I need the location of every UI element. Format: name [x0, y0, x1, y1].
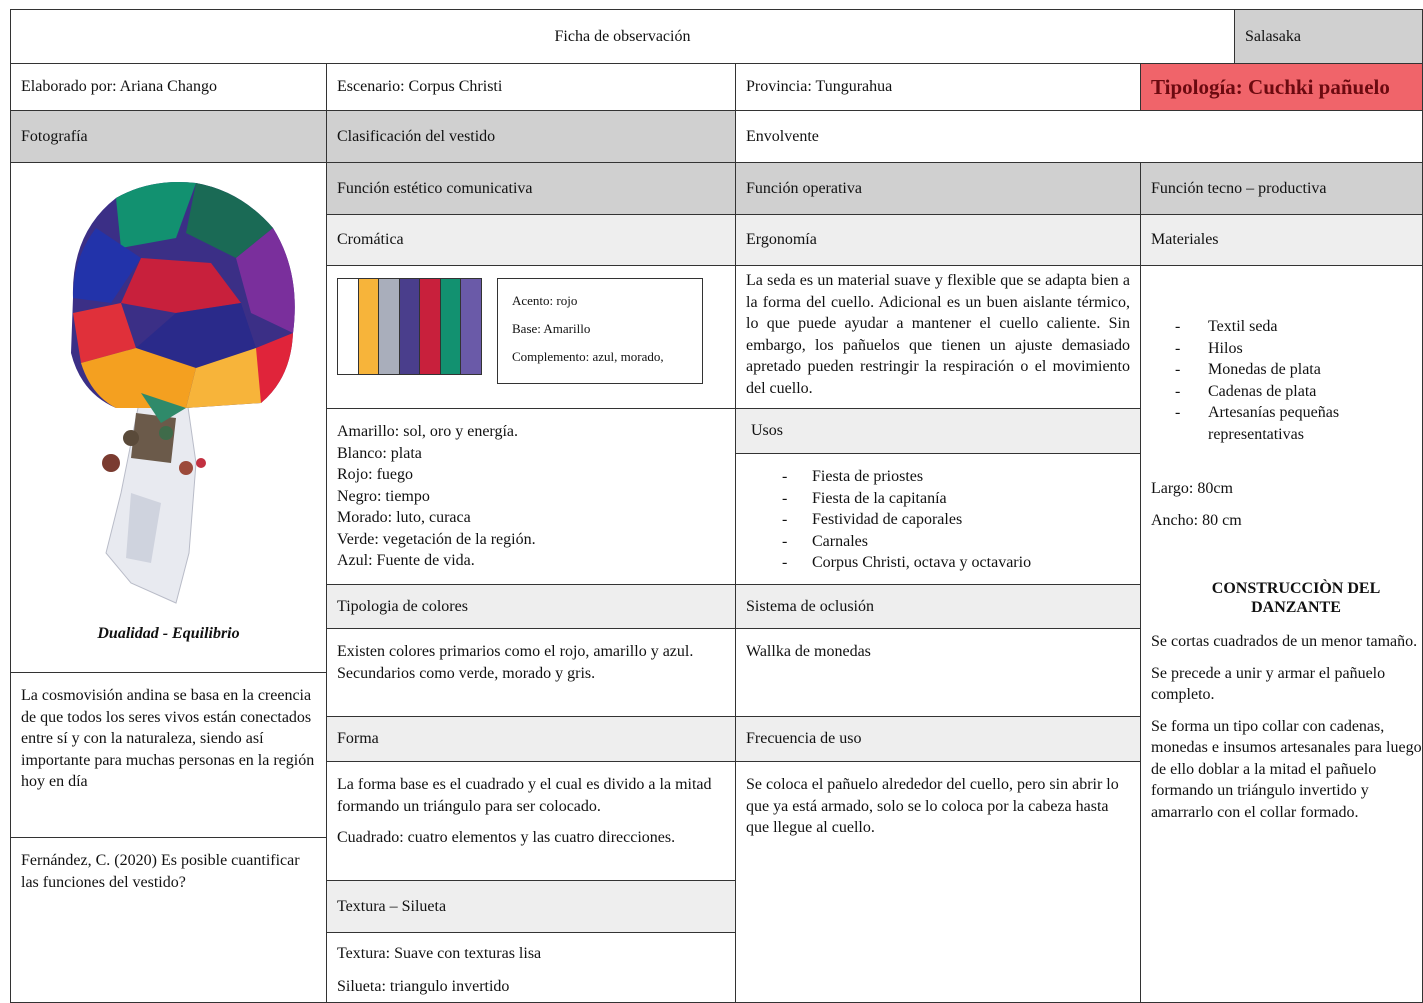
- typology-cell: Tipología: Cuchki pañuelo: [1140, 63, 1423, 111]
- author-cell: Elaborado por: Ariana Chango: [10, 63, 327, 111]
- swatch-white: [338, 279, 359, 374]
- palette-legend: Acento: rojo Base: Amarillo Complemento:…: [497, 278, 703, 384]
- meaning-line: Morado: luto, curaca: [337, 509, 471, 526]
- swatch-gray: [379, 279, 400, 374]
- texture-header: Textura – Silueta: [337, 897, 447, 915]
- aesthetic-function-label: Función estético comunicativa: [337, 179, 533, 197]
- texture-text: Textura: Suave con texturas lisa: [337, 945, 542, 962]
- materials-header: Materiales: [1151, 231, 1219, 248]
- width-text: Ancho: 80 cm: [1151, 512, 1242, 529]
- meaning-line: Azul: Fuente de vida.: [337, 552, 475, 569]
- color-typology-text: Existen colores primarios como el rojo, …: [326, 628, 736, 717]
- material-item: Artesanías pequeñas representativas: [1141, 402, 1422, 445]
- photo-cell: Dualidad - Equilibrio: [10, 162, 327, 673]
- photo-caption: Dualidad - Equilibrio: [97, 625, 240, 642]
- techno-function-label: Función tecno – productiva: [1151, 179, 1327, 197]
- meaning-line: Verde: vegetación de la región.: [337, 530, 536, 548]
- use-item: Festividad de caporales: [746, 509, 1140, 531]
- classification-label: Clasificación del vestido: [337, 127, 496, 145]
- color-typology-header-cell: Tipologia de colores: [326, 584, 736, 629]
- uses-header-cell: Usos: [735, 408, 1141, 454]
- meaning-line: Rojo: fuego: [337, 466, 413, 483]
- color-typology-header: Tipologia de colores: [337, 597, 468, 615]
- use-item: Corpus Christi, octava y octavario: [746, 552, 1140, 574]
- closure-header-cell: Sistema de oclusión: [735, 584, 1141, 629]
- swatch-green: [440, 279, 462, 374]
- techno-function-cell: Función tecno – productiva: [1140, 162, 1423, 215]
- swatch-purple: [461, 279, 482, 374]
- form-header: Forma: [337, 730, 379, 747]
- swatch-red: [420, 279, 441, 374]
- materials-list: Textil seda Hilos Monedas de plata Caden…: [1141, 316, 1422, 445]
- construction-step: Se cortas cuadrados de un menor tamaño.: [1151, 633, 1418, 650]
- materials-cell: Textil seda Hilos Monedas de plata Caden…: [1140, 265, 1423, 1003]
- use-item: Fiesta de priostes: [746, 466, 1140, 488]
- meaning-line: Blanco: plata: [337, 444, 422, 462]
- meaning-line: Amarillo: sol, oro y energía.: [337, 423, 518, 440]
- swatch-indigo: [399, 279, 421, 374]
- material-item: Textil seda: [1141, 316, 1422, 338]
- classification-value-cell: Envolvente: [735, 110, 1423, 163]
- classification-label-cell: Clasificación del vestido: [326, 110, 736, 163]
- province-label: Provincia: Tungurahua: [746, 78, 893, 95]
- materials-header-cell: Materiales: [1140, 214, 1423, 266]
- accent-text: Acento: rojo: [512, 293, 578, 308]
- frequency-text: Se coloca el pañuelo alrededor del cuell…: [735, 761, 1141, 1003]
- texture-header-cell: Textura – Silueta: [326, 880, 736, 933]
- uses-header: Usos: [751, 422, 784, 439]
- uses-cell: Fiesta de priostes Fiesta de la capitaní…: [735, 453, 1141, 585]
- uses-list: Fiesta de priostes Fiesta de la capitaní…: [746, 466, 1140, 574]
- sheet-title: Ficha de observación: [554, 27, 691, 45]
- construction-step: Se forma un tipo collar con cadenas, mon…: [1151, 717, 1422, 821]
- meaning-line: Negro: tiempo: [337, 487, 430, 505]
- community-cell: Salasaka: [1234, 9, 1423, 64]
- form-text: La forma base es el cuadrado y el cual e…: [337, 776, 712, 815]
- color-swatches: [337, 278, 482, 375]
- frequency-header: Frecuencia de uso: [746, 730, 862, 747]
- closure-text: Wallka de monedas: [735, 628, 1141, 717]
- silhouette-text: Silueta: triangulo invertido: [337, 977, 510, 995]
- ergonomics-text: La seda es un material suave y flexible …: [735, 265, 1141, 409]
- photo-header-cell: Fotografía: [10, 110, 327, 163]
- reference-text: Fernández, C. (2020) Es posible cuantifi…: [10, 837, 327, 1003]
- operative-function-cell: Función operativa: [735, 162, 1141, 215]
- frequency-header-cell: Frecuencia de uso: [735, 716, 1141, 762]
- ergonomics-header: Ergonomía: [746, 231, 817, 248]
- construction-steps: Se cortas cuadrados de un menor tamaño. …: [1151, 631, 1422, 823]
- province-cell: Provincia: Tungurahua: [735, 63, 1141, 111]
- closure-header: Sistema de oclusión: [746, 597, 874, 615]
- palette-cell: Acento: rojo Base: Amarillo Complemento:…: [326, 265, 736, 409]
- material-item: Cadenas de plata: [1141, 381, 1422, 403]
- form-header-cell: Forma: [326, 716, 736, 762]
- use-item: Fiesta de la capitanía: [746, 488, 1140, 510]
- photo-header: Fotografía: [21, 127, 88, 145]
- base-text: Base: Amarillo: [512, 321, 591, 336]
- classification-value: Envolvente: [746, 127, 819, 145]
- ergonomics-header-cell: Ergonomía: [735, 214, 1141, 266]
- scenario-cell: Escenario: Corpus Christi: [326, 63, 736, 111]
- aesthetic-function-cell: Función estético comunicativa: [326, 162, 736, 215]
- typology-label: Tipología: Cuchki pañuelo: [1151, 74, 1390, 99]
- construction-title: CONSTRUCCIÒN DEL DANZANTE: [1211, 580, 1381, 616]
- material-item: Hilos: [1141, 338, 1422, 360]
- texture-cell: Textura: Suave con texturas lisa Silueta…: [326, 932, 736, 1003]
- sheet-title-cell: Ficha de observación: [10, 9, 1235, 64]
- complement-text: Complemento: azul, morado,: [512, 349, 664, 364]
- scarf-photo: [71, 182, 295, 604]
- operative-function-label: Función operativa: [746, 179, 862, 197]
- chromatic-header: Cromática: [337, 231, 404, 248]
- form-cell: La forma base es el cuadrado y el cual e…: [326, 761, 736, 881]
- use-item: Carnales: [746, 531, 1140, 553]
- construction-step: Se precede a unir y armar el pañuelo com…: [1151, 664, 1386, 704]
- swatch-yellow: [358, 279, 380, 374]
- community-label: Salasaka: [1245, 27, 1301, 45]
- author-label: Elaborado por: Ariana Chango: [21, 78, 217, 95]
- scenario-label: Escenario: Corpus Christi: [337, 78, 503, 95]
- chromatic-header-cell: Cromática: [326, 214, 736, 266]
- form-square-text: Cuadrado: cuatro elementos y las cuatro …: [337, 829, 676, 846]
- color-meanings-cell: Amarillo: sol, oro y energía. Blanco: pl…: [326, 408, 736, 585]
- cosmovision-text: La cosmovisión andina se basa en la cree…: [10, 672, 327, 838]
- material-item: Monedas de plata: [1141, 359, 1422, 381]
- length-text: Largo: 80cm: [1151, 480, 1233, 497]
